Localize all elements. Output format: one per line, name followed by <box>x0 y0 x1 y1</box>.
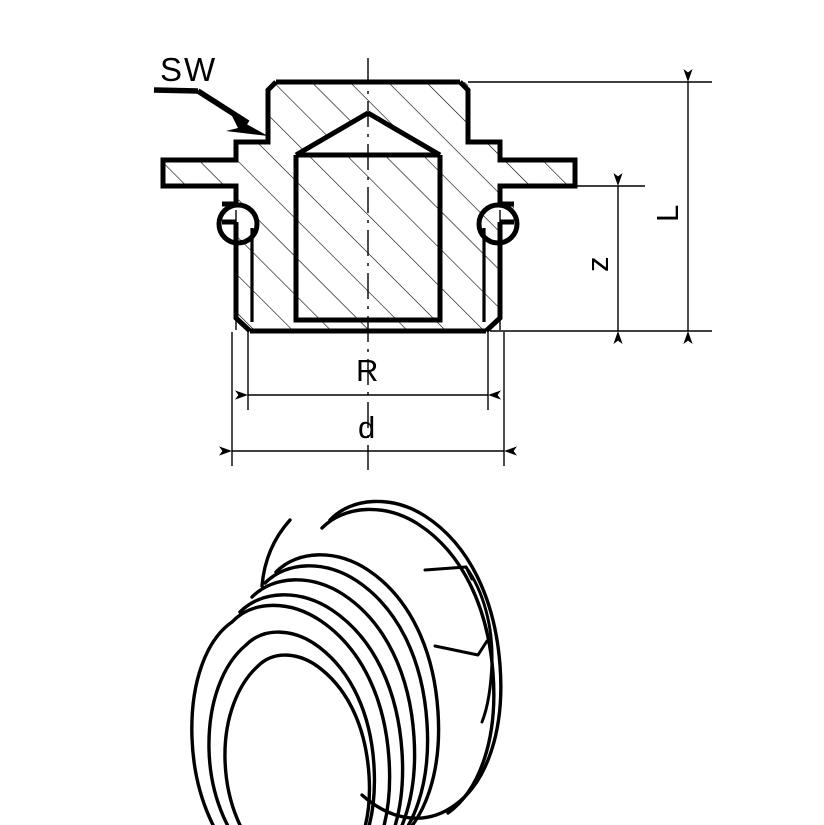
sw-leader-angle <box>196 88 250 126</box>
iso-flange-outer <box>328 499 503 820</box>
oring-seal-right <box>476 202 520 246</box>
sw-callout: SW <box>153 51 268 136</box>
iso-front-mid-ring <box>207 630 377 825</box>
iso-thread-turn-2 <box>263 564 430 825</box>
dim-label-z: z <box>580 256 615 273</box>
iso-front-bore-ring <box>223 653 372 825</box>
iso-flange-rim <box>320 507 496 815</box>
iso-thread-turn-3 <box>250 578 417 825</box>
cone-relief-left <box>294 110 370 158</box>
cone-relief-right <box>366 110 442 158</box>
iso-hex-edge-right <box>464 565 494 724</box>
iso-front-outer-ring <box>190 603 392 825</box>
iso-thread-turn-1 <box>274 553 441 825</box>
vertical-dimensions: L z <box>468 69 712 344</box>
horizontal-dimensions: R d <box>219 332 517 466</box>
iso-hex-facet-lower <box>433 639 489 657</box>
isometric-view <box>190 499 503 825</box>
oring-seal-left <box>216 202 260 246</box>
dim-label-l: L <box>650 204 685 222</box>
sw-leader-arrowhead <box>226 116 268 136</box>
iso-thread-lead-in <box>260 518 292 588</box>
sw-label: SW <box>160 51 217 88</box>
bore-wall-left <box>293 155 368 323</box>
iso-thread-turn-4 <box>238 593 405 825</box>
dim-label-d: d <box>358 410 376 445</box>
dim-label-r: R <box>356 353 379 388</box>
bore-wall-right <box>368 155 443 323</box>
sw-leader-line <box>153 87 199 94</box>
cross-section-view: SW L z <box>153 51 712 470</box>
section-hatching <box>163 82 575 330</box>
